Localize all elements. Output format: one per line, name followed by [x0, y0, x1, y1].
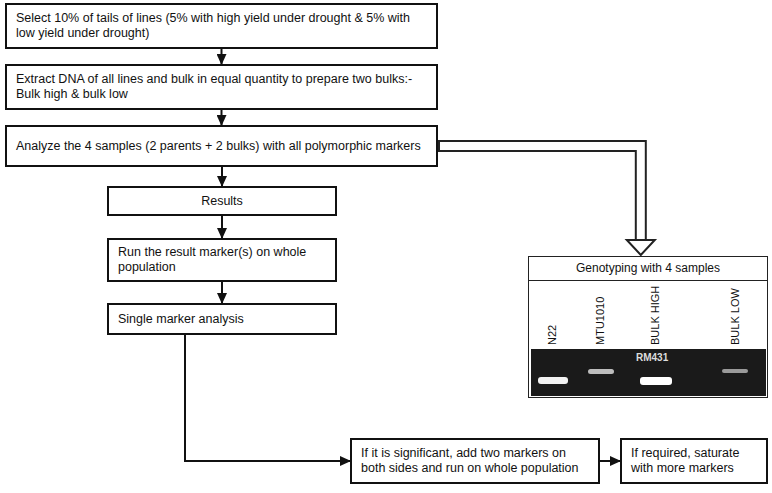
gel-band [722, 369, 748, 373]
flow-arrow [221, 167, 223, 186]
box-text: Single marker analysis [118, 312, 326, 327]
process-box: Run the result marker(s) on whole popula… [107, 238, 337, 282]
box-text: If it is significant, add two markers on… [361, 446, 589, 476]
process-box: Single marker analysis [107, 303, 337, 335]
box-text: Extract DNA of all lines and bulk in equ… [16, 72, 427, 102]
flow-arrow [221, 282, 223, 303]
flow-arrow [221, 216, 223, 238]
process-box: Analyze the 4 samples (2 parents + 2 bul… [5, 125, 438, 167]
lane-label: N22 [546, 325, 559, 345]
box-text: Results [118, 194, 326, 209]
lane-label: BULK HIGH [649, 286, 662, 345]
flow-arrow [221, 49, 223, 64]
hollow-arrow [438, 146, 655, 255]
process-box: If required, saturate with more markers [620, 438, 768, 484]
lane-label: MTU1010 [594, 297, 607, 345]
gel-band [640, 377, 672, 385]
flow-arrow [185, 335, 350, 461]
box-text: Analyze the 4 samples (2 parents + 2 bul… [16, 139, 427, 154]
marker-name: RM431 [636, 352, 668, 364]
box-text: Select 10% of tails of lines (5% with hi… [16, 11, 427, 41]
box-text: Run the result marker(s) on whole popula… [118, 245, 326, 275]
process-box: If it is significant, add two markers on… [350, 438, 600, 484]
panel-title: Genotyping with 4 samples [529, 257, 767, 281]
process-box: Results [107, 186, 337, 216]
gel-band [538, 377, 568, 384]
process-box: Select 10% of tails of lines (5% with hi… [5, 3, 438, 49]
process-box: Extract DNA of all lines and bulk in equ… [5, 64, 438, 110]
flow-arrow [600, 460, 620, 462]
gel-band [588, 369, 614, 374]
flow-arrow [221, 110, 223, 125]
box-text: If required, saturate with more markers [631, 446, 757, 476]
gel-background [531, 349, 766, 396]
lane-label: BULK LOW [729, 288, 742, 345]
